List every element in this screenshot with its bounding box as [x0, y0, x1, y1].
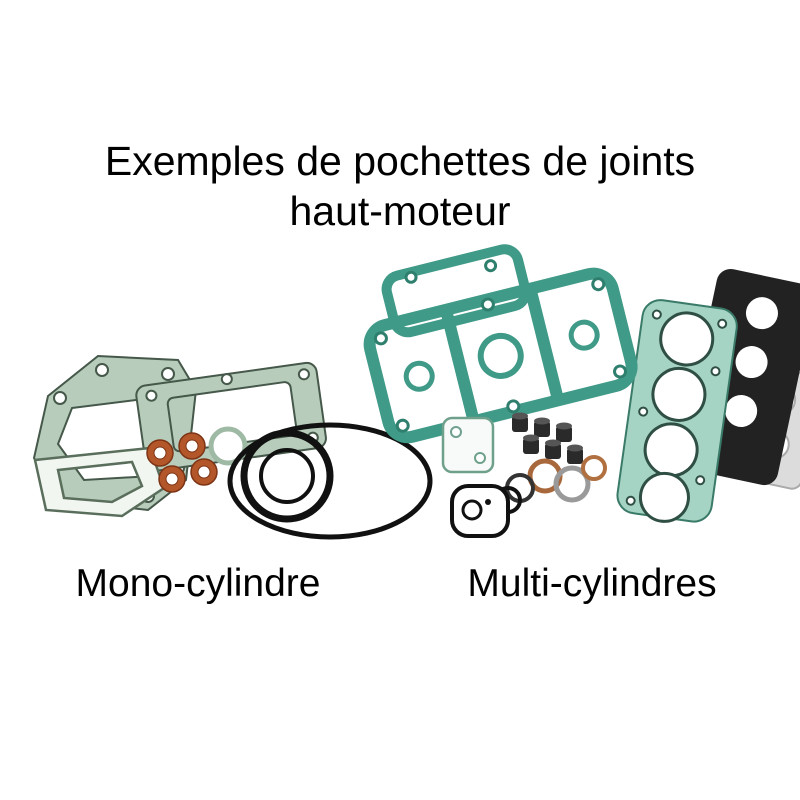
cam-cover-gasket [363, 244, 638, 444]
gasket-illustration [32, 244, 800, 540]
paper-gasket [33, 446, 166, 518]
medium-o-ring [240, 429, 334, 523]
large-o-ring [227, 422, 433, 540]
valve-stem-seals [512, 412, 583, 464]
mono-cylinder-gasket-set [32, 354, 433, 540]
copper-washers [146, 432, 218, 493]
multi-bore-head-gasket [616, 299, 738, 523]
title-line-2: haut-moteur [289, 188, 511, 235]
image-title: Exemples de pochettes de joints haut-mot… [0, 136, 800, 236]
gasket-sets-photo [0, 244, 800, 578]
metal-rings [505, 455, 607, 503]
title-line-1: Exemples de pochettes de joints [104, 138, 696, 184]
multi-cylinder-gasket-set [363, 244, 800, 538]
small-flat-gasket [441, 416, 495, 474]
small-round-gasket [208, 426, 248, 466]
round-seal-gasket [450, 484, 510, 538]
small-o-ring [259, 448, 315, 504]
caption-mono-cylindre: Mono-cylindre [75, 562, 321, 605]
caption-multi-cylindres: Multi-cylindres [467, 562, 717, 605]
